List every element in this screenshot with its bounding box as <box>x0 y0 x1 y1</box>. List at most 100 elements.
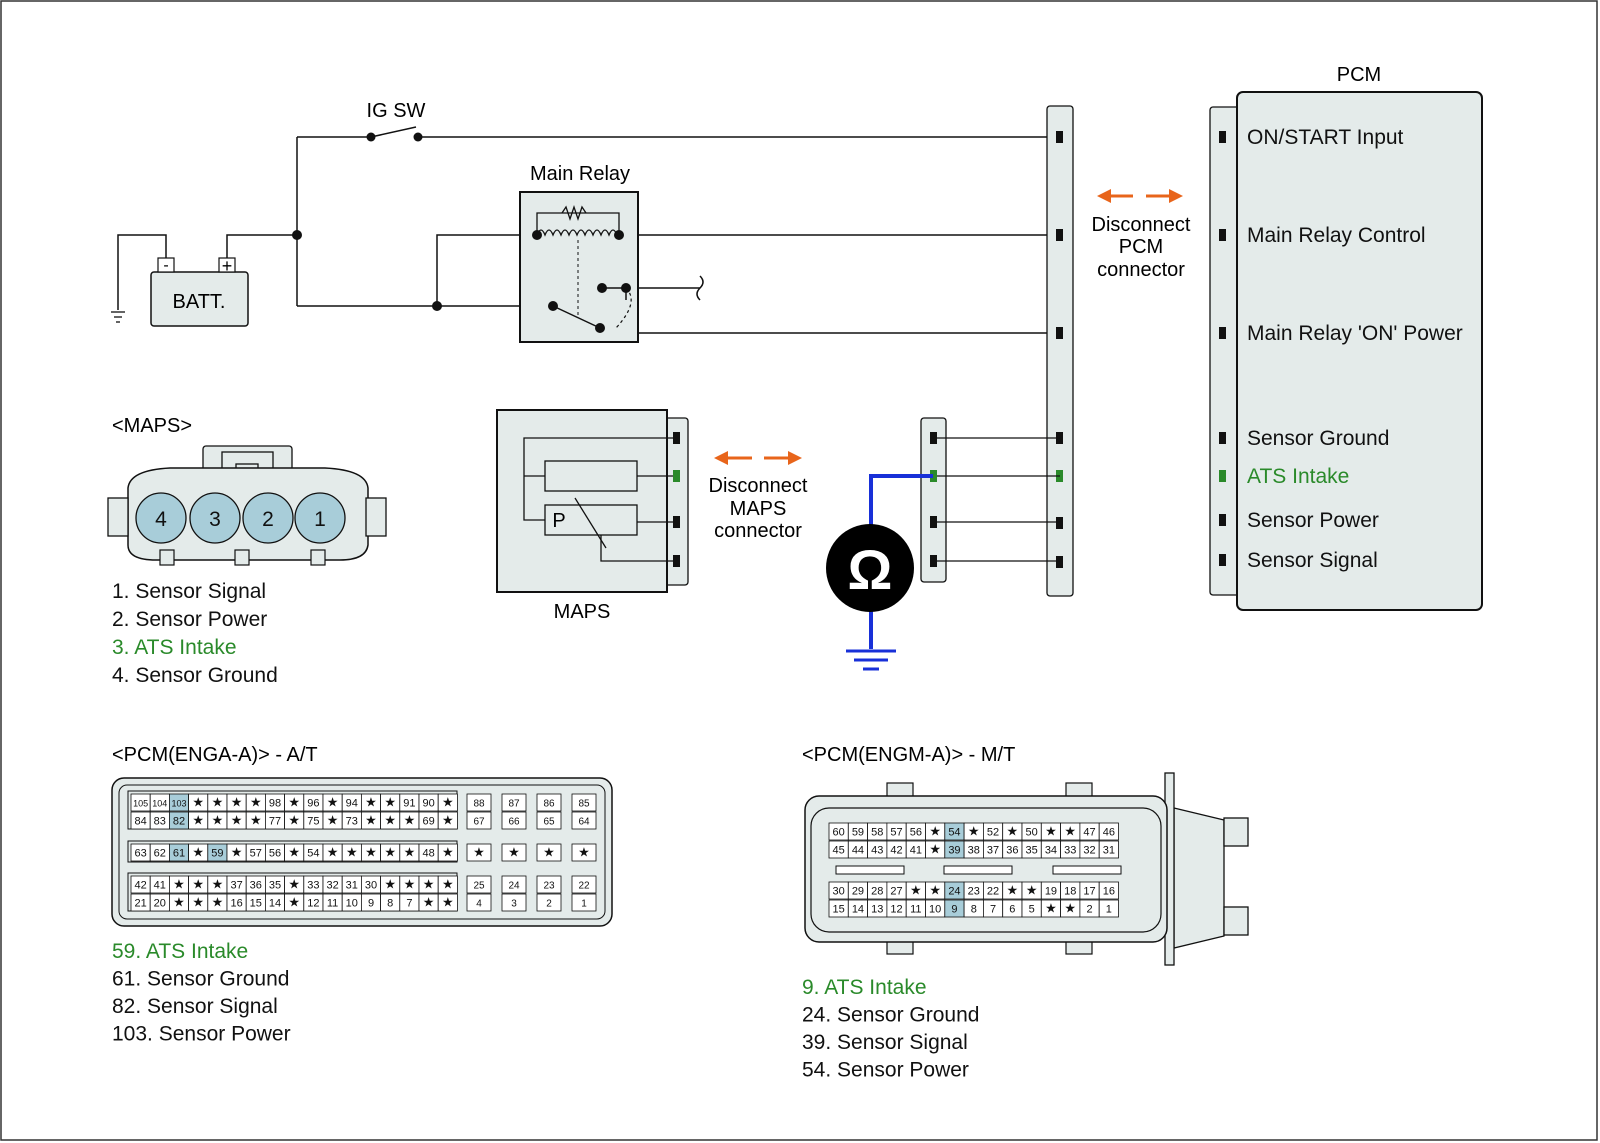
pin-number: 7 <box>990 904 996 916</box>
pcm-pin-label: Sensor Ground <box>1247 427 1389 450</box>
pin-number: ★ <box>250 813 262 828</box>
pin-number: 66 <box>508 817 520 828</box>
pin-number: 63 <box>134 848 146 860</box>
pin-number: 4 <box>476 899 482 910</box>
pin-number: 33 <box>1064 845 1076 857</box>
maps-sensor-label: MAPS <box>554 601 611 623</box>
pin-number: ★ <box>346 845 358 860</box>
pin-number: ★ <box>1045 824 1057 839</box>
pin-number: ★ <box>192 895 204 910</box>
pin-number: 22 <box>987 886 999 898</box>
pin-number: 36 <box>1006 845 1018 857</box>
pin-number: ★ <box>173 895 185 910</box>
pcm-pin-terminal <box>1219 554 1226 566</box>
ground-icon <box>111 311 125 323</box>
pin-number: ★ <box>442 877 454 892</box>
pin-number: 39 <box>948 845 960 857</box>
maps-pin <box>242 492 294 544</box>
pin-number: 38 <box>968 845 980 857</box>
pin-number: 10 <box>346 898 358 910</box>
pin-number: 8 <box>387 898 393 910</box>
pin-number: 33 <box>307 880 319 892</box>
pin-number: 7 <box>406 898 412 910</box>
main-relay: Main Relay <box>519 163 639 343</box>
pcm-at-legend-item: 103. Sensor Power <box>112 1023 291 1046</box>
pin-number: 61 <box>173 848 185 860</box>
pin-number: ★ <box>1007 883 1019 898</box>
pin-number: 105 <box>133 799 148 809</box>
pin-cell <box>536 893 562 912</box>
pin-number: 42 <box>134 880 146 892</box>
pin-cell <box>1098 822 1119 841</box>
pin-number: 44 <box>852 845 864 857</box>
pin-number: ★ <box>212 877 224 892</box>
ground-icon <box>846 649 896 671</box>
pin-number: 54 <box>948 827 960 839</box>
maps-pin <box>135 492 187 544</box>
pcm-pin-label: ON/START Input <box>1247 126 1404 149</box>
pin-number: 83 <box>154 816 166 828</box>
pin-number: 65 <box>543 817 555 828</box>
pin-number: 50 <box>1026 827 1038 839</box>
pin-number: 16 <box>230 898 242 910</box>
pcm-mt-legend-item: 39. Sensor Signal <box>802 1031 968 1054</box>
maps-pin-number: 4 <box>155 508 167 531</box>
pin-number: 84 <box>134 816 146 828</box>
pin-number: ★ <box>929 824 941 839</box>
pin-number: 35 <box>1026 845 1038 857</box>
maps-pin <box>294 492 346 544</box>
pcm-pin-terminal <box>1219 229 1226 241</box>
pin-number: 24 <box>508 881 520 892</box>
pin-number: ★ <box>173 877 185 892</box>
pin-cell <box>571 793 597 812</box>
pin-number: 37 <box>230 880 242 892</box>
battery: - + BATT. <box>150 256 249 327</box>
pin-number: 43 <box>871 845 883 857</box>
pcm-mt-legend-item: 9. ATS Intake <box>802 976 927 999</box>
pin-number: 62 <box>154 848 166 860</box>
pin-number: 75 <box>307 816 319 828</box>
pin-number: 9 <box>368 898 374 910</box>
pin-cell <box>536 843 562 862</box>
pin-number: 57 <box>250 848 262 860</box>
pin-number: ★ <box>442 795 454 810</box>
pin-number: 96 <box>307 798 319 810</box>
disconnect-maps-line1: Disconnect <box>709 475 808 497</box>
pin-number: ★ <box>384 877 396 892</box>
pcm-title: PCM <box>1337 64 1381 86</box>
pin-cell <box>571 875 597 894</box>
pin-number: 48 <box>422 848 434 860</box>
disconnect-maps-line3: connector <box>714 520 802 542</box>
pin-number: 17 <box>1083 886 1095 898</box>
maps-sensor: P MAPS <box>496 409 689 623</box>
pin-number: 16 <box>1103 886 1115 898</box>
pin-number: 73 <box>346 816 358 828</box>
pin-number: 85 <box>578 799 590 810</box>
pin-number: ★ <box>192 877 204 892</box>
pin-number: 19 <box>1045 886 1057 898</box>
pin-number: 11 <box>910 904 921 916</box>
pin-number: ★ <box>192 795 204 810</box>
pin-cell <box>1098 899 1119 918</box>
pin-number: 30 <box>365 880 377 892</box>
pin-number: ★ <box>288 877 300 892</box>
pin-number: 56 <box>910 827 922 839</box>
disconnect-pcm-line1: Disconnect <box>1092 214 1191 236</box>
pin-number: ★ <box>288 813 300 828</box>
pin-number: 2 <box>1086 904 1092 916</box>
pin-number: 5 <box>1029 904 1035 916</box>
pin-number: 6 <box>1009 904 1015 916</box>
pin-number: 94 <box>346 798 358 810</box>
pin-number: 32 <box>1083 845 1095 857</box>
pin-number: ★ <box>384 845 396 860</box>
pin-number: 15 <box>250 898 262 910</box>
pin-cell <box>571 843 597 862</box>
pin-number: 64 <box>578 817 590 828</box>
pin-number: 36 <box>250 880 262 892</box>
double-arrow-icon <box>714 451 802 465</box>
pin-number: 1 <box>581 899 587 910</box>
